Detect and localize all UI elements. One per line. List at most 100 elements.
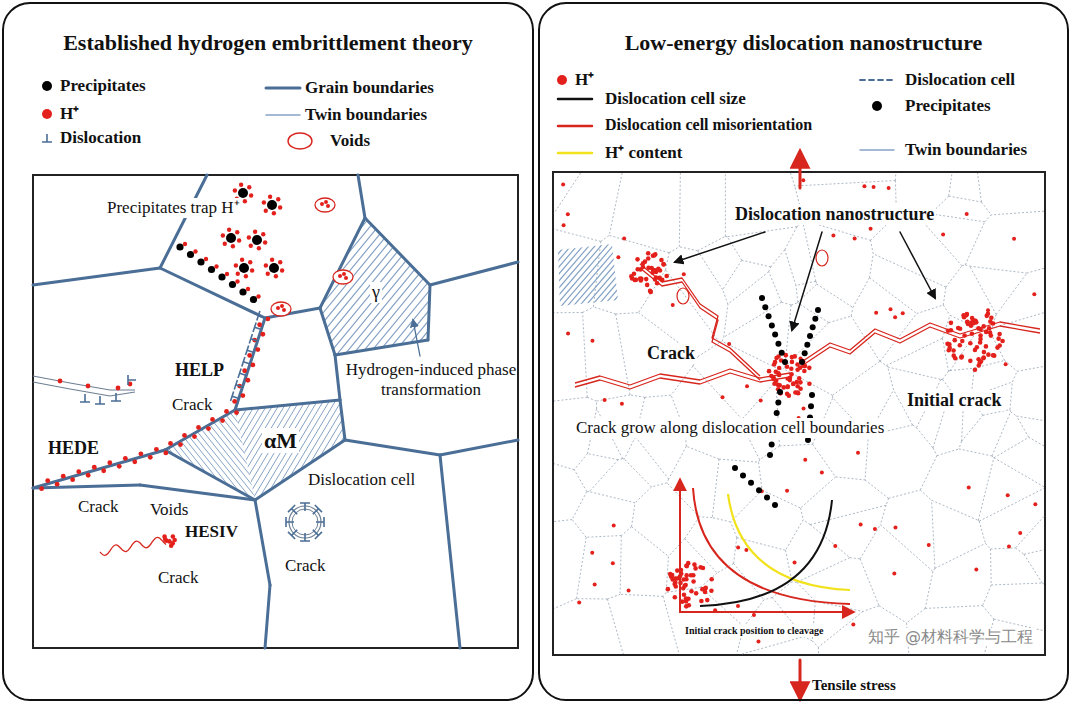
legend-dot xyxy=(42,81,52,91)
precipitate xyxy=(268,195,272,199)
precipitate xyxy=(762,304,768,310)
legend-swatch xyxy=(558,126,592,127)
grain-boundary xyxy=(265,585,270,648)
dislocation-cell xyxy=(286,517,294,527)
hydrogen-atoms xyxy=(831,233,835,237)
legend-swatch xyxy=(42,81,52,91)
precipitate xyxy=(235,230,239,234)
dislocation-cell xyxy=(316,517,324,527)
hydrogen-atoms xyxy=(709,577,714,582)
hydrogen-atoms xyxy=(801,178,805,182)
hydrogen-atoms xyxy=(949,321,954,326)
hydrogen-atoms xyxy=(889,307,893,311)
precipitate xyxy=(272,211,276,215)
hydrogen-atoms xyxy=(627,588,631,592)
twin-lines xyxy=(630,240,690,310)
precipitate xyxy=(223,242,227,246)
dislocation-cell xyxy=(300,503,310,511)
void xyxy=(338,274,342,278)
martensite-laths xyxy=(348,380,468,530)
legend-dot xyxy=(557,75,567,85)
legend-swatch xyxy=(860,150,894,151)
legend-text: Precipitates xyxy=(905,96,991,116)
void xyxy=(320,202,324,206)
martensite-laths xyxy=(342,380,432,530)
legend-entry: Dislocation cell xyxy=(905,70,1015,90)
martensite-laths xyxy=(390,380,510,530)
precipitate xyxy=(266,272,270,276)
hydrogen-atoms xyxy=(951,348,956,353)
hydrogen-atoms xyxy=(651,253,656,258)
label-anchor: Crack xyxy=(158,568,199,588)
void xyxy=(677,288,689,304)
legend-text: Dislocation cell size xyxy=(605,89,746,109)
label-anchor: αM xyxy=(262,428,299,453)
martensite-laths xyxy=(408,380,528,530)
legend-swatch xyxy=(558,153,592,154)
hydrogen-atoms xyxy=(39,317,270,492)
hydrogen-atoms xyxy=(802,407,806,411)
precipitate xyxy=(218,273,225,280)
hydrogen-atoms xyxy=(117,464,122,469)
hydrogen-atoms xyxy=(638,267,643,272)
hydrogen-atoms xyxy=(694,591,699,596)
figure-label: Crack xyxy=(78,497,119,517)
label-anchor: Precipitates trap H⁺ xyxy=(105,198,242,218)
hydrogen-atoms xyxy=(941,232,945,236)
label-anchor: Crack xyxy=(645,343,697,364)
legend-entry: Precipitates xyxy=(905,96,991,116)
hydrogen-atoms xyxy=(709,588,714,593)
hydrogen-atoms xyxy=(703,590,708,595)
hydrogen-atoms xyxy=(958,327,963,332)
precipitate xyxy=(769,322,775,328)
grain-boundary xyxy=(340,400,345,440)
twin-lines xyxy=(600,240,660,310)
hydrogen-atoms xyxy=(721,395,725,399)
hydrogen-atoms xyxy=(86,473,91,478)
hydrogen-atoms xyxy=(646,251,651,256)
precipitate xyxy=(759,295,765,301)
precipitate xyxy=(225,272,229,276)
hydrogen-atoms xyxy=(793,390,798,395)
hydrogen-atoms xyxy=(978,340,983,345)
grain-boundary xyxy=(235,318,265,410)
figure-label: Crack xyxy=(158,568,199,588)
legend-entry: Voids xyxy=(330,131,370,151)
hydrogen-atoms xyxy=(969,320,974,325)
hydrogen-atoms xyxy=(691,573,696,578)
precipitate xyxy=(176,243,183,250)
hydrogen-atoms xyxy=(759,399,763,403)
precipitate xyxy=(197,258,204,265)
crack xyxy=(80,394,90,402)
martensite-laths xyxy=(318,380,408,530)
precipitate xyxy=(740,472,746,478)
precipitate xyxy=(805,437,811,443)
pointer-arrow xyxy=(900,232,935,298)
hydrogen-atoms xyxy=(603,398,607,402)
twin-lines xyxy=(396,200,536,370)
hydrogen-atoms xyxy=(776,371,781,376)
legend-entry: H⁺ content xyxy=(605,143,682,163)
martensite-laths xyxy=(318,380,438,530)
twin-lines xyxy=(332,200,472,370)
hydrogen-atoms xyxy=(182,433,187,438)
precipitate xyxy=(193,249,197,253)
legend-text: H⁺ xyxy=(575,70,594,90)
hydrogen-atoms xyxy=(958,343,963,348)
martensite-laths xyxy=(216,380,306,530)
hydrogen-atoms xyxy=(752,613,756,617)
precipitate xyxy=(772,502,778,508)
legend-swatches xyxy=(42,75,894,153)
label-anchor: Crack xyxy=(285,556,326,576)
figure-label: Tensile stress xyxy=(812,677,896,694)
legend-swatch xyxy=(42,109,52,119)
dislocation-symbol xyxy=(231,392,242,404)
void xyxy=(276,306,280,310)
hydrogen-atoms xyxy=(767,369,772,374)
dislocation-cell xyxy=(288,526,301,539)
precipitate xyxy=(204,257,208,261)
precipitate xyxy=(227,228,231,232)
martensite-laths xyxy=(234,380,354,530)
grain-boundary xyxy=(33,268,160,285)
legend-swatch xyxy=(558,152,592,155)
